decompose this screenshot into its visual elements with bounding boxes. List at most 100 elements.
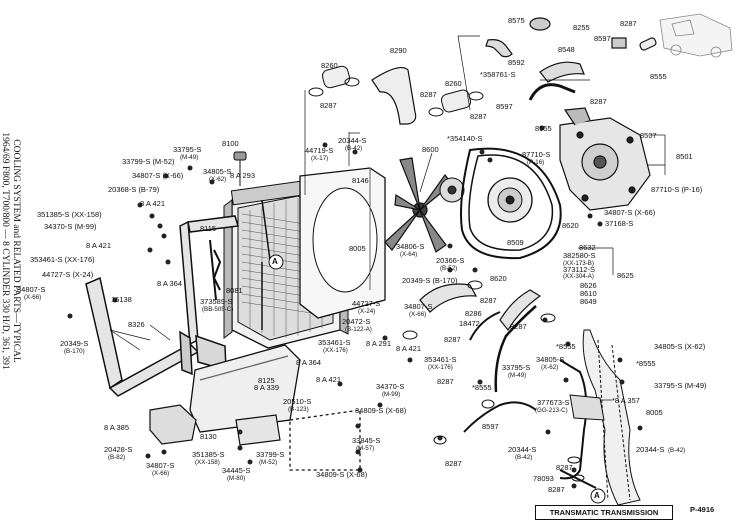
- title-line-2: 1964/69 F800, T700/800 — 8 CYLINDER 330 …: [0, 132, 10, 370]
- part-label: *8555: [636, 359, 656, 368]
- water-pump-pulley: [487, 177, 533, 223]
- radiator-cap: [233, 151, 247, 186]
- lower-crossmember: [189, 344, 361, 471]
- part-label: 34807-S: [146, 461, 175, 470]
- leader-lines: [109, 35, 666, 401]
- part-label: 8286: [465, 309, 482, 318]
- part-label: 8287: [510, 322, 527, 331]
- part-label: 33845-S: [352, 436, 381, 445]
- part-label: 8 A 339: [254, 383, 280, 392]
- callout-letter-radiator: A: [272, 257, 278, 266]
- part-label: 8620: [490, 274, 507, 283]
- part-label-sub: (B-42): [515, 454, 533, 461]
- part-label-sub: (M-80): [227, 475, 246, 482]
- part-label-sub: (B-42): [668, 447, 686, 454]
- fan-shroud: [299, 167, 386, 319]
- part-label: 8287: [437, 377, 454, 386]
- part-label: 8597: [594, 34, 611, 43]
- part-label: 33795-S: [173, 145, 202, 154]
- part-label: 20344-S: [508, 445, 537, 454]
- part-label: 20349-S: [60, 339, 89, 348]
- part-label: 8115: [200, 224, 217, 233]
- part-label-sub: (M-57): [356, 445, 375, 452]
- part-label: 8509: [507, 238, 524, 247]
- part-label-sub: (BB-505-C): [202, 306, 234, 313]
- part-label-sub: (M-99): [382, 391, 401, 398]
- part-label: 8 A 364: [157, 279, 183, 288]
- part-label: 8649: [580, 297, 597, 306]
- part-label: *8 A 357: [612, 396, 640, 405]
- part-label: 44727-S (X-24): [42, 270, 94, 279]
- part-label: 8146: [352, 176, 369, 185]
- part-label: 8 A 291: [366, 339, 392, 348]
- part-label: 34807-S: [17, 285, 46, 294]
- part-label-sub: (B-123): [288, 406, 309, 413]
- part-label: 34805-S: [203, 167, 232, 176]
- part-label: *354140-S: [447, 134, 483, 143]
- part-label: 8 A 421: [140, 199, 166, 208]
- part-label: 8255: [573, 23, 590, 32]
- part-label-sub: (X-62): [209, 176, 227, 183]
- part-label-sub: (X-24): [358, 308, 376, 315]
- part-label: 8 A 421: [86, 241, 112, 250]
- hose-segment-mid: [428, 89, 484, 117]
- part-label: 8290: [390, 46, 407, 55]
- part-label: 8260: [321, 61, 338, 70]
- part-label: 8005: [646, 408, 663, 417]
- part-label-sub: (X-62): [541, 364, 559, 371]
- part-label: 8501: [676, 152, 693, 161]
- part-label: 377673-S: [537, 398, 570, 407]
- part-label: 8555: [535, 124, 552, 133]
- part-label-sub: (X-17): [311, 155, 329, 162]
- part-label: 8 A 293: [230, 171, 256, 180]
- part-label-sub: (B-170): [64, 348, 85, 355]
- part-label: 8548: [558, 45, 575, 54]
- part-label: 34805-S: [536, 355, 565, 364]
- part-label: 78093: [533, 474, 554, 483]
- part-label: 351385-S: [192, 450, 225, 459]
- part-label: 44727-S: [352, 299, 381, 308]
- part-label: 20366-S: [436, 256, 465, 265]
- part-label: 8597: [496, 102, 513, 111]
- part-label: 8620: [562, 221, 579, 230]
- hose-segment-left: [308, 65, 360, 97]
- part-label: 34805-S (X-62): [654, 342, 706, 351]
- part-label: 8575: [508, 16, 525, 25]
- truck-silhouette: [659, 13, 733, 58]
- transmission-housing: [569, 329, 641, 506]
- callout-letter-footer: A: [594, 491, 600, 500]
- part-label: 382580-S: [563, 251, 596, 260]
- part-label-sub: (M-52): [259, 459, 278, 466]
- part-label: 353461-S: [318, 338, 351, 347]
- part-label: 34809-S (X-68): [316, 470, 368, 479]
- part-label: 8130: [200, 432, 217, 441]
- part-label-sub: (XX-304-A): [563, 273, 594, 280]
- part-label-sub: (M-49): [508, 372, 527, 379]
- part-label: 8260: [445, 79, 462, 88]
- part-label-sub: (B-42): [345, 145, 363, 152]
- part-label: 18472: [459, 319, 480, 328]
- cooling-fan: [384, 157, 453, 253]
- part-label: 20368-S (B-79): [108, 185, 160, 194]
- part-label: 16138: [111, 295, 132, 304]
- part-label: 8005: [349, 244, 366, 253]
- part-label: 8287: [480, 296, 497, 305]
- part-label: 44719-S: [305, 146, 334, 155]
- part-label: 8 A 421: [396, 344, 422, 353]
- part-label: 34806-S: [396, 242, 425, 251]
- callout-circle-footer: [590, 488, 606, 504]
- part-label: 373589-S: [200, 297, 233, 306]
- part-label: 20510-S: [283, 397, 312, 406]
- part-label: *8555: [556, 342, 576, 351]
- brace-rods: [209, 199, 271, 330]
- part-label: *8555: [472, 383, 492, 392]
- part-label: 8287: [445, 459, 462, 468]
- part-label: 8 A 385: [104, 423, 130, 432]
- fan-pulley: [439, 177, 465, 203]
- part-label: 8625: [617, 271, 634, 280]
- part-label-sub: (B-82): [108, 454, 126, 461]
- transmission-label-box: TRANSMATIC TRANSMISSION: [535, 505, 673, 520]
- part-label-sub: (XX-176): [323, 347, 348, 354]
